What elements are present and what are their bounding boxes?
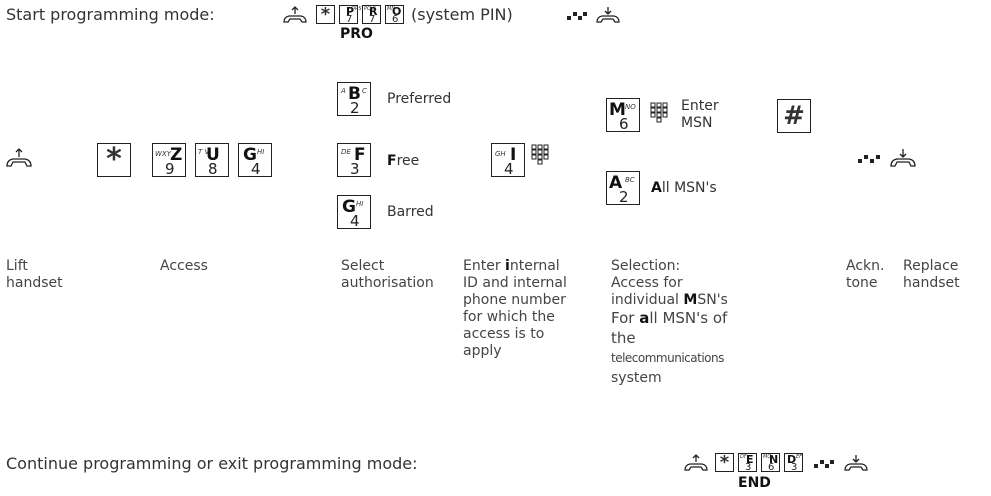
step-replace-handset: Replace handset [903,258,960,291]
step-lift-handset: Lift handset [6,258,63,291]
preferred-label: Preferred [387,91,452,107]
star-key[interactable]: * [715,453,734,472]
g-4-key[interactable]: G HI 4 [238,143,272,178]
o-6-key[interactable]: O MN 6 [385,5,404,25]
selection-line: Selection: [611,258,681,274]
n-6-key[interactable]: MO N 6 [761,453,780,473]
step-access: Access [160,258,208,274]
barred-label: Barred [387,204,434,220]
f-3-key[interactable]: DE F 3 [337,143,371,178]
lift-handset-icon [283,6,307,23]
replace-handset-icon [890,149,916,167]
keypad-icon [650,102,668,123]
r-7-key[interactable]: R PQ S 7 [362,5,381,25]
replace-handset-icon [596,7,620,23]
step-select-authorisation: Select authorisation [341,258,434,291]
e-3-key[interactable]: DF E 3 [738,453,757,473]
m-6-key[interactable]: M NO 6 [606,98,640,133]
continue-or-exit-label: Continue programming or exit programming… [6,454,418,473]
lift-handset-icon [6,148,32,167]
selection-line: the [611,329,636,347]
step-ackn-tone: Ackn. tone [846,258,885,291]
acknowledgement-tone-icon [567,12,587,20]
free-label: Free [387,153,420,169]
keypad-icon [531,144,549,165]
pro-code-label: PRO [340,26,373,42]
step-enter-internal-id: Enter internal ID and internal phone num… [463,258,567,359]
star-key[interactable]: * [316,5,335,24]
selection-line: telecommunications [611,351,724,365]
i-4-key[interactable]: GH I 4 [491,143,525,178]
all-msns-label: All MSN's [651,180,717,196]
end-code-label: END [738,475,771,491]
selection-line: Access for [611,275,683,291]
system-pin-label: (system PIN) [411,5,513,24]
b-2-key[interactable]: A B C 2 [337,82,371,117]
selection-line: For all MSN's of [611,309,728,327]
start-programming-label: Start programming mode: [6,5,215,24]
p-7-key[interactable]: P QRS 7 [339,5,362,25]
selection-line: system [611,370,662,386]
enter-msn-label: Enter MSN [681,98,719,131]
lift-handset-icon [684,454,708,471]
replace-handset-icon [844,455,868,471]
step-selection: Selection: Access for individual MSN's F… [611,258,728,388]
g-4-key[interactable]: G HI 4 [337,195,371,230]
z-9-key[interactable]: WXY Z 9 [152,143,186,178]
hash-key[interactable]: # [777,99,811,133]
acknowledgement-tone-icon [858,155,880,163]
u-8-key[interactable]: T V U 8 [195,143,229,178]
acknowledgement-tone-icon [814,460,834,468]
star-key[interactable]: * [97,143,131,177]
a-2-key[interactable]: A BC 2 [606,171,640,206]
d-3-key[interactable]: D EF 3 [784,453,803,473]
selection-line: individual MSN's [611,292,728,308]
